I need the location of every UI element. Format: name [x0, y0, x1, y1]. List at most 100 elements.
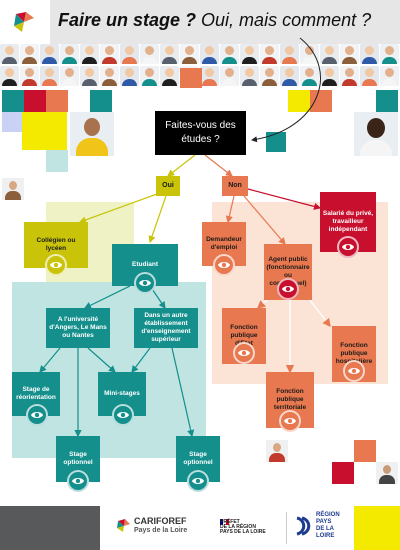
- prefet-logo: PRÉFET DE LA RÉGION PAYS DE LA LOIRE: [220, 520, 266, 535]
- region-line-1: RÉGION: [316, 512, 340, 518]
- node-autre-label: Dans un autre établissement d'enseigneme…: [141, 312, 191, 343]
- person-photo: [100, 44, 119, 64]
- person-photo: [80, 44, 99, 64]
- person-photo: [40, 66, 59, 86]
- view-details-eye-icon[interactable]: [279, 410, 301, 432]
- branch-yes-label: Oui: [162, 182, 174, 189]
- view-details-eye-icon[interactable]: [187, 470, 209, 492]
- prefet-line-2: DE LA RÉGION: [220, 524, 256, 530]
- view-details-eye-icon[interactable]: [67, 470, 89, 492]
- node-angers[interactable]: A l'université d'Angers, Le Mans ou Nant…: [46, 308, 110, 348]
- marianne-icon: [220, 512, 230, 525]
- view-details-eye-icon[interactable]: [343, 360, 365, 382]
- node-stage-opt-1-label: Stage optionnel: [63, 451, 93, 466]
- region-line-3: DE LA: [316, 526, 334, 532]
- person-photo: [140, 66, 159, 86]
- person-photo: [280, 66, 299, 86]
- person-photo: [240, 66, 259, 86]
- title-bar: Faire un stage ? Oui, mais comment ?: [50, 0, 400, 44]
- people-photo-strip: [0, 44, 400, 88]
- man-photo: [354, 112, 398, 156]
- person-photo: [360, 44, 379, 64]
- person-photo: [160, 66, 179, 86]
- person-photo: [340, 66, 359, 86]
- view-details-eye-icon[interactable]: [337, 236, 359, 258]
- title-rest: Oui, mais comment ?: [196, 10, 372, 30]
- question-text: Faites-vous des études ?: [165, 120, 236, 145]
- person-photo: [300, 66, 319, 86]
- region-logo: RÉGION PAYS DE LA LOIRE: [316, 512, 340, 540]
- view-details-eye-icon[interactable]: [45, 254, 67, 276]
- region-line-2: PAYS: [316, 519, 332, 525]
- node-angers-label: A l'université d'Angers, Le Mans ou Nant…: [49, 316, 107, 339]
- view-details-eye-icon[interactable]: [213, 254, 235, 276]
- view-details-eye-icon[interactable]: [233, 342, 255, 364]
- person-photo: [300, 44, 319, 64]
- woman-photo: [2, 178, 24, 200]
- person-photo: [160, 44, 179, 64]
- prefet-line-3: PAYS DE LA LOIRE: [220, 529, 266, 535]
- woman-photo-2: [266, 440, 288, 462]
- person-photo: [100, 66, 119, 86]
- person-photo: [120, 66, 139, 86]
- deco-square: [24, 90, 46, 112]
- person-photo: [20, 66, 39, 86]
- region-line-4: LOIRE: [316, 533, 335, 539]
- person-photo: [240, 44, 259, 64]
- question-box: Faites-vous des études ?: [155, 111, 246, 155]
- node-etudiant-label: Etudiant: [132, 261, 158, 268]
- deco-square: [376, 90, 398, 112]
- person-photo: [120, 44, 139, 64]
- branch-yes: Oui: [156, 176, 180, 196]
- person-photo: [200, 66, 219, 86]
- deco-square: [354, 440, 376, 462]
- node-stage-opt-2-label: Stage optionnel: [183, 451, 213, 466]
- deco-square: [90, 90, 112, 112]
- cariforef-name: CARIFOREF: [134, 516, 187, 526]
- view-details-eye-icon[interactable]: [277, 278, 299, 300]
- person-photo: [320, 66, 339, 86]
- branch-no-label: Non: [228, 182, 242, 189]
- deco-square: [2, 90, 24, 112]
- node-autre-etablissement[interactable]: Dans un autre établissement d'enseigneme…: [134, 308, 198, 348]
- node-fp-territoriale[interactable]: Fonction publique territoriale: [266, 372, 314, 428]
- deco-square: [22, 112, 67, 150]
- person-photo: [220, 44, 239, 64]
- view-details-eye-icon[interactable]: [26, 404, 48, 426]
- cariforef-footer-icon: [116, 518, 132, 534]
- deco-square: [354, 506, 400, 550]
- person-photo: [260, 44, 279, 64]
- deco-square: [310, 90, 332, 112]
- view-details-eye-icon[interactable]: [112, 404, 134, 426]
- deco-square: [332, 462, 354, 484]
- deco-square: [266, 132, 286, 152]
- person-photo: [0, 44, 19, 64]
- node-reorientation-label: Stage de réorientation: [16, 386, 56, 401]
- person-photo: [80, 66, 99, 86]
- deco-square: [180, 68, 202, 88]
- person-photo: [340, 44, 359, 64]
- node-collegien-label: Collégien ou lycéen: [36, 237, 76, 252]
- deco-square: [2, 112, 22, 132]
- footer-logos: CARIFOREF Pays de la Loire PRÉFET DE LA …: [110, 506, 354, 550]
- title-bold: Faire un stage ?: [58, 10, 197, 30]
- person-photo: [60, 44, 79, 64]
- view-details-eye-icon[interactable]: [134, 272, 156, 294]
- person-photo: [20, 44, 39, 64]
- prefet-line-1: PRÉFET: [220, 519, 240, 525]
- branch-no: Non: [222, 176, 248, 196]
- deco-square: [288, 90, 310, 112]
- student-photo: [70, 112, 114, 156]
- node-fp-terr-label: Fonction publique territoriale: [273, 388, 307, 411]
- person-photo: [320, 44, 339, 64]
- person-photo: [0, 66, 19, 86]
- cariforef-logo-icon: [10, 8, 38, 36]
- node-mini-stages-label: Mini-stages: [104, 390, 140, 397]
- node-demandeur-label: Demandeur d'emploi: [206, 236, 242, 251]
- node-collegien[interactable]: Collégien ou lycéen: [24, 222, 88, 268]
- deco-square: [46, 150, 68, 172]
- node-stage-optionnel-2[interactable]: Stage optionnel: [176, 436, 220, 482]
- page-title: Faire un stage ? Oui, mais comment ?: [58, 10, 371, 31]
- node-salarie-label: Salarié du privé, travailleur indépendan…: [322, 210, 374, 233]
